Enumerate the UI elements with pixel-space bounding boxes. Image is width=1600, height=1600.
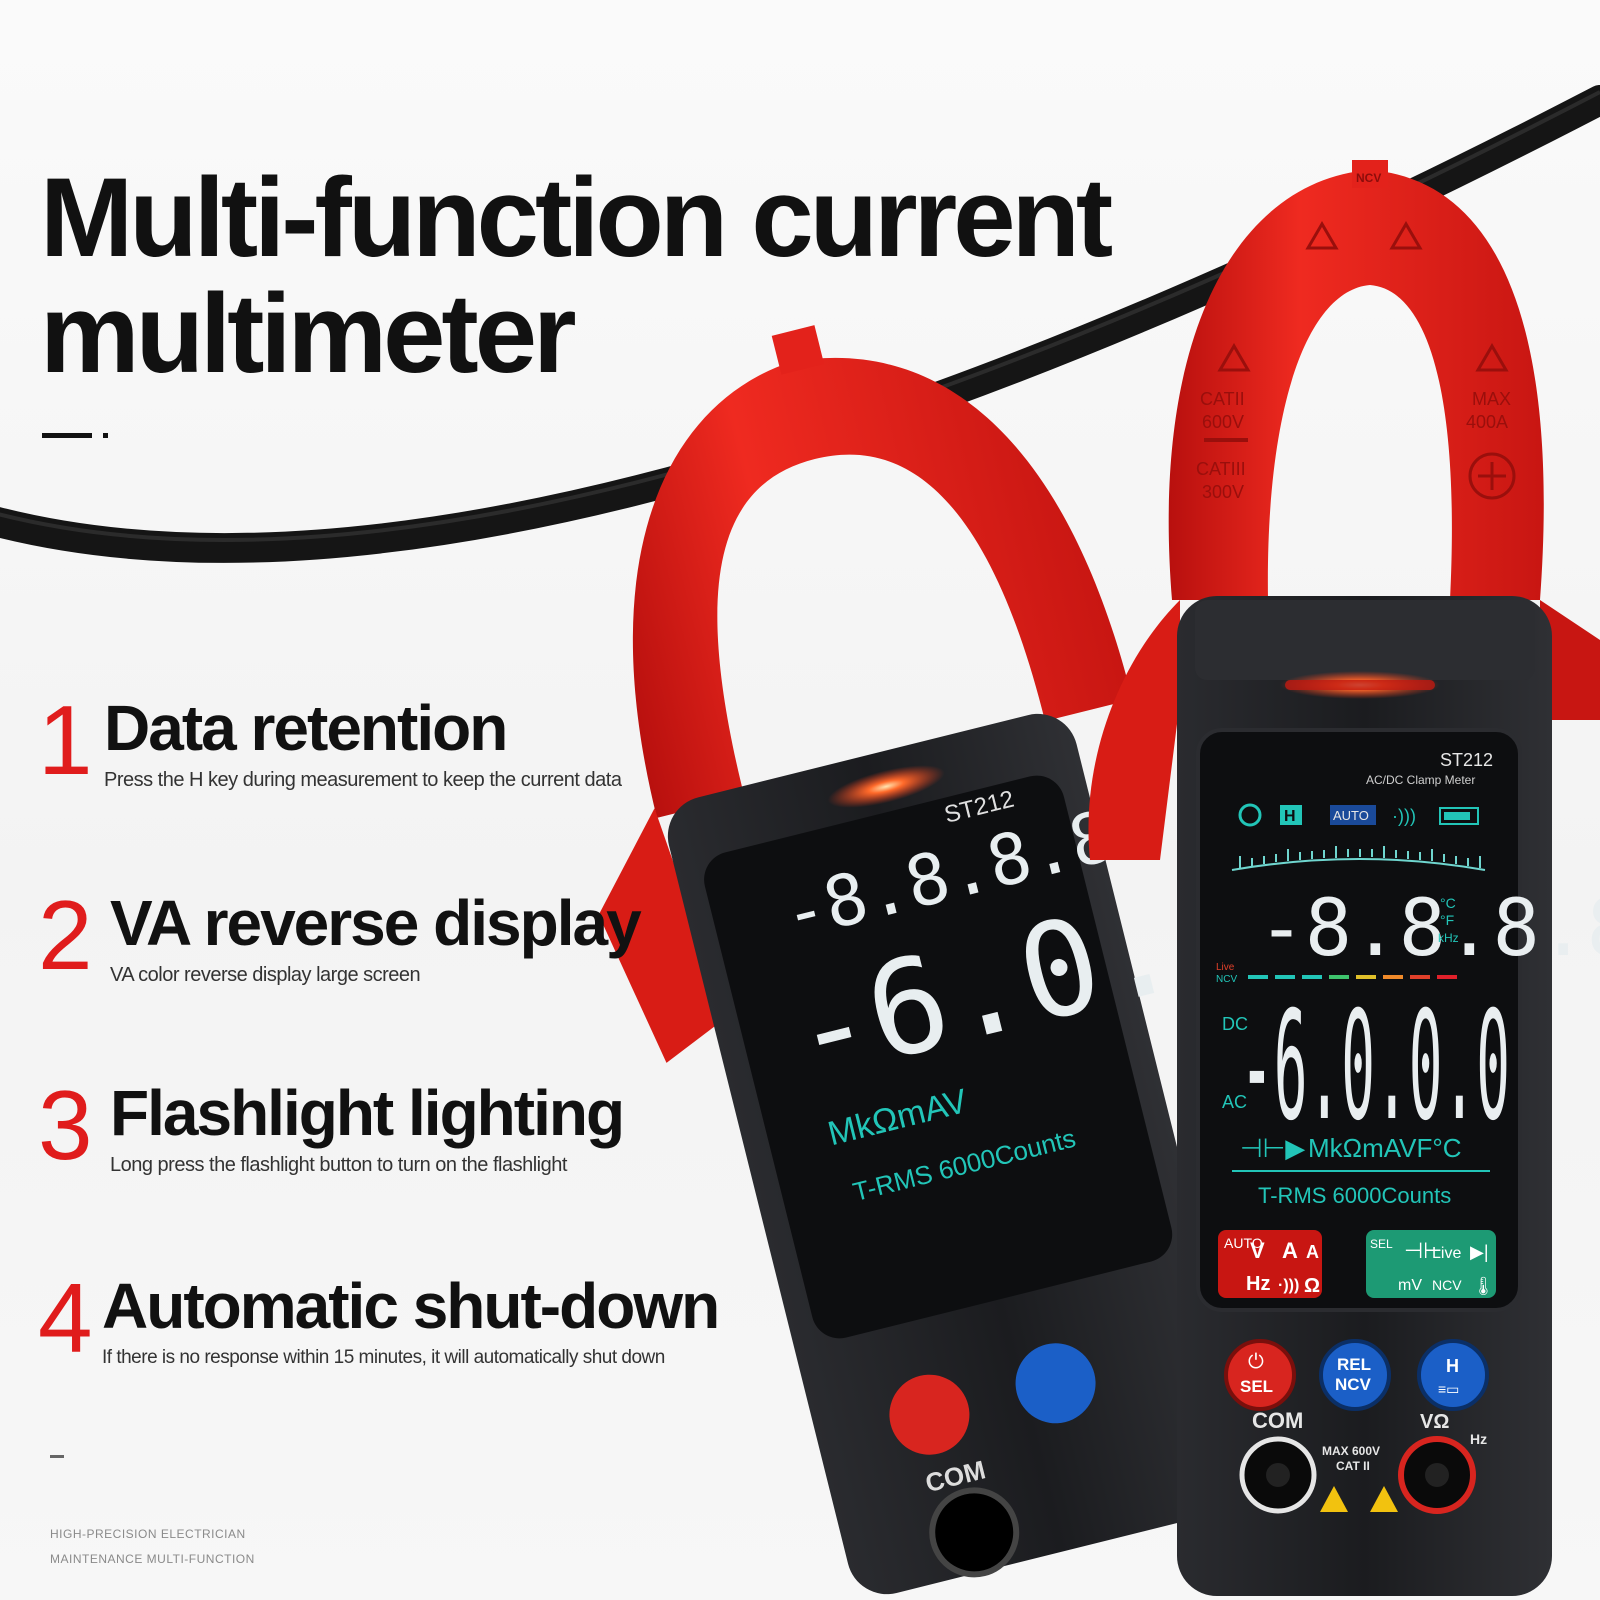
lcd-upper-reading: -8.8.8.8: [1258, 884, 1600, 974]
feature-description: Long press the flashlight button to turn…: [110, 1154, 567, 1176]
title-underline-mark: [42, 433, 92, 438]
v-jack-label: VΩ: [1420, 1411, 1449, 1433]
rel-label: REL: [1337, 1355, 1371, 1374]
feature-description: Press the H key during measurement to ke…: [104, 769, 622, 791]
jaw-ncv-label: NCV: [1356, 171, 1381, 185]
hold-flashlight-button[interactable]: H ≡▭: [1417, 1339, 1489, 1411]
hold-label: H: [1446, 1356, 1459, 1376]
jack-max-rating: MAX 600V: [1322, 1444, 1380, 1458]
lcd-units: MkΩmAVF°C: [1308, 1133, 1462, 1163]
svg-text:kHz: kHz: [1438, 931, 1459, 945]
jack-cat-rating: CAT II: [1336, 1459, 1370, 1473]
title-underline-dot: [103, 433, 108, 438]
lcd-screen: [1196, 728, 1522, 1312]
buzzer-icon: ·))): [1392, 806, 1416, 826]
right-clamp-meter: NCV CATII 600V CATIII 300V MAX 400A: [1088, 160, 1600, 1596]
lcd-counts-label: T-RMS 6000Counts: [1258, 1183, 1451, 1208]
v-jack-sublabel: Hz: [1470, 1431, 1487, 1447]
right-jaw: [1168, 170, 1544, 600]
thermometer-icon: 🌡: [1472, 1276, 1495, 1296]
model-subtitle: AC/DC Clamp Meter: [1366, 773, 1475, 787]
diode-key-icon: ▶|: [1470, 1242, 1489, 1262]
fn-key-ncv: NCV: [1432, 1277, 1462, 1293]
left-clamp-meter: -8.8.8.8 -6.0.0.0 MkΩmAV T-RMS 6000Count…: [598, 325, 1420, 1595]
headline: Multi-function current multimeter: [40, 160, 1113, 392]
jaw-cat-label-3: CATIII: [1196, 459, 1246, 479]
lcd-main-reading: -6.0.0.0: [1240, 980, 1510, 1154]
headline-line-2: multimeter: [40, 271, 577, 396]
lcd-live-label: Live: [1216, 962, 1235, 973]
fn-key-volts: V: [1250, 1238, 1265, 1263]
power-sel-button[interactable]: ⏻ SEL: [1224, 1339, 1296, 1411]
jaw-max-label-1: MAX: [1472, 389, 1511, 409]
footer-text: HIGH-PRECISION ELECTRICIAN MAINTENANCE M…: [50, 1522, 255, 1572]
fn-key-continuity: ·))): [1278, 1277, 1299, 1294]
fn-key-millivolts: mV: [1398, 1277, 1422, 1294]
lcd-ncv-label: NCV: [1216, 974, 1237, 985]
feature-title: Automatic shut-down: [102, 1270, 720, 1342]
fn-key-live: Live: [1432, 1245, 1461, 1262]
battery-icon: [1439, 807, 1479, 825]
com-jack[interactable]: [1239, 1436, 1317, 1514]
feature-title: VA reverse display: [110, 887, 642, 959]
feature-description: VA color reverse display large screen: [110, 964, 421, 986]
model-label: ST212: [1440, 750, 1493, 770]
fn-key-hz: Hz: [1246, 1273, 1270, 1295]
v-ohm-jack[interactable]: [1398, 1436, 1476, 1514]
jaw-cat-label-2: 600V: [1202, 412, 1244, 432]
fn-side-sel: SEL: [1370, 1237, 1393, 1251]
footer-line-2: MAINTENANCE MULTI-FUNCTION: [50, 1552, 255, 1566]
feature-number: 1: [38, 685, 93, 795]
capacitor-icon: ⊣⊢: [1404, 1238, 1442, 1263]
fn-key-ohms: Ω: [1304, 1275, 1320, 1297]
footer-dash: [50, 1455, 64, 1458]
jaw-cat-label-4: 300V: [1202, 482, 1244, 502]
flashlight-icon: ≡▭: [1438, 1381, 1459, 1397]
lcd-auto-indicator: AUTO: [1333, 808, 1369, 823]
diode-icon: ⊣⊢▶: [1240, 1133, 1305, 1163]
warning-icon: [1320, 1486, 1348, 1512]
fn-side-auto: AUTO: [1224, 1235, 1263, 1251]
feature-description: If there is no response within 15 minute…: [102, 1347, 665, 1368]
svg-text:°C: °C: [1440, 895, 1456, 911]
jaw-max-label-2: 400A: [1466, 412, 1508, 432]
left-jaw: [632, 358, 1133, 818]
feature-title: Flashlight lighting: [110, 1077, 625, 1149]
power-icon: ⏻: [1248, 1351, 1264, 1373]
jaw-cat-label-1: CATII: [1200, 389, 1245, 409]
lcd-ac-label: AC: [1222, 1092, 1247, 1112]
lcd-dc-label: DC: [1222, 1014, 1248, 1034]
ncv-live-bar: [1248, 975, 1457, 979]
bar-scale-ticks: [1239, 846, 1481, 868]
headline-line-1: Multi-function current: [40, 155, 1113, 280]
lcd-hold-indicator: H: [1284, 808, 1296, 825]
feature-number: 3: [38, 1070, 93, 1180]
power-icon: [1238, 803, 1262, 827]
feature-number: 4: [38, 1263, 93, 1373]
feature-title: Data retention: [104, 692, 508, 764]
com-jack-label: COM: [1252, 1408, 1303, 1433]
svg-text:°F: °F: [1440, 912, 1454, 928]
ncv-label: NCV: [1335, 1375, 1372, 1394]
fn-key-amps-ac: A: [1306, 1242, 1319, 1262]
power-sel-label: SEL: [1240, 1377, 1273, 1396]
fn-key-amps-dc: A: [1282, 1238, 1298, 1263]
warning-icon-2: [1370, 1486, 1398, 1512]
rel-ncv-button[interactable]: REL NCV: [1319, 1339, 1391, 1411]
feature-number: 2: [38, 880, 93, 990]
footer-line-1: HIGH-PRECISION ELECTRICIAN: [50, 1527, 246, 1541]
